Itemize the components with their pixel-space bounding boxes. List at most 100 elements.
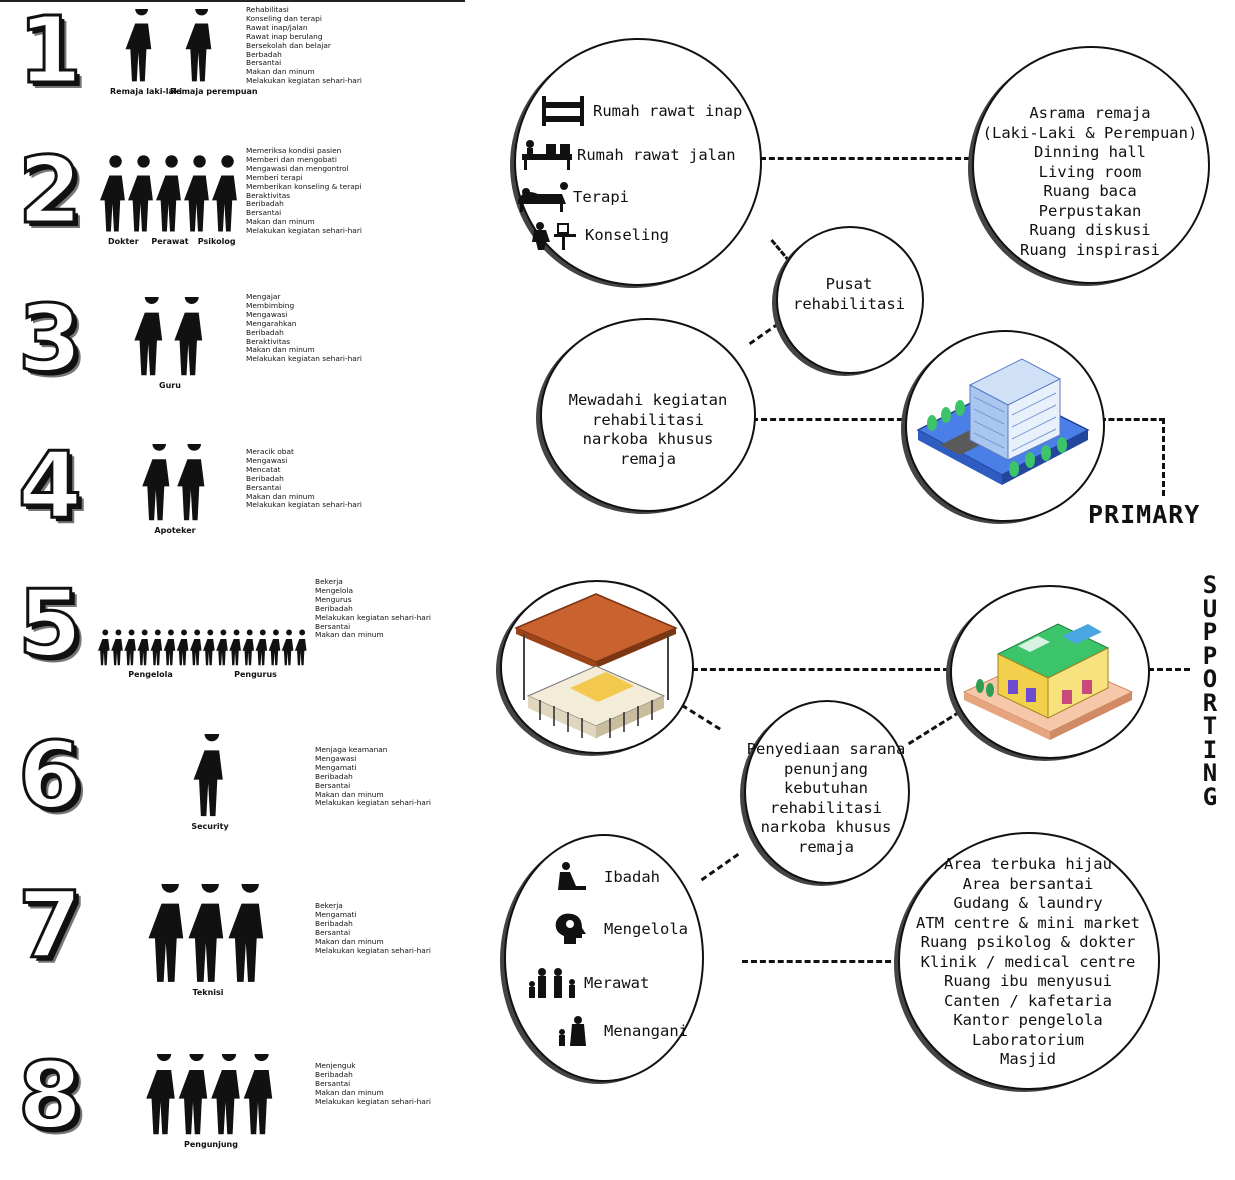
waiting-room-icon: [520, 138, 576, 176]
people-silhouettes-icon: [110, 9, 230, 83]
top-rule: [0, 0, 465, 2]
activity-item: Rawat inap berulang: [246, 31, 323, 41]
activity-item: Melakukan kegiatan sehari-hari: [246, 500, 362, 510]
room-item: Ruang baca: [1043, 182, 1137, 200]
activity-item: Beribadah: [246, 473, 284, 483]
room-item: Klinik / medical centre: [920, 952, 1136, 971]
role-caption: Dokter: [108, 237, 139, 246]
people-silhouettes-icon: [130, 297, 210, 377]
row-number: 5: [16, 570, 83, 677]
activity-item: Beribadah: [315, 771, 353, 781]
room-item: Masjid: [1000, 1050, 1056, 1068]
room-item: (Laki-Laki & Perempuan): [982, 123, 1198, 142]
activity-item: Mengawasi: [246, 309, 288, 319]
connector: [742, 960, 900, 963]
row-number: 3: [16, 285, 83, 392]
primary-activity-label: Terapi: [573, 188, 629, 206]
row-number: 1: [16, 0, 83, 104]
cafe-pavilion-icon: [514, 593, 678, 738]
activity-item: Mengajar: [246, 292, 281, 301]
activity-item: Beribadah: [246, 199, 284, 209]
activity-item: Bersekolah dan belajar: [246, 40, 331, 50]
activity-item: Makan dan minum: [315, 1087, 384, 1097]
activity-item: Beribadah: [315, 918, 353, 928]
head-gears-icon: [548, 912, 604, 950]
primary-rooms-list: Asrama remaja(Laki-Laki & Perempuan)Dinn…: [974, 104, 1206, 260]
room-item: Dinning hall: [1034, 143, 1146, 161]
role-caption: Security: [191, 822, 229, 831]
activity-item: Konseling dan terapi: [246, 13, 322, 23]
activity-item: Rehabilitasi: [246, 5, 289, 14]
connector: [907, 710, 961, 746]
activity-item: Beribadah: [315, 1069, 353, 1079]
room-item: Kantor pengelola: [953, 1011, 1103, 1029]
room-item: Living room: [1038, 162, 1142, 181]
activity-item: Memberi dan mengobati: [246, 154, 337, 164]
activity-item: Mengelola: [315, 585, 354, 595]
activity-item: Mengamati: [315, 762, 357, 772]
activity-item: Beribadah: [246, 327, 284, 337]
activity-item: Bersantai: [315, 621, 351, 631]
room-item: Asrama remaja: [1029, 104, 1151, 122]
role-caption: Teknisi: [192, 988, 224, 997]
activity-item: Mengarahkan: [246, 318, 297, 328]
bunk-bed-icon: [536, 94, 592, 132]
connector: [760, 157, 970, 160]
role-caption: Apoteker: [154, 526, 196, 535]
role-caption: Remaja laki-laki: [110, 87, 182, 96]
connector: [1148, 668, 1190, 671]
supporting-activity-label: Menangani: [604, 1022, 688, 1040]
counseling-desk-icon: [528, 218, 584, 256]
activity-item: Makan dan minum: [246, 217, 315, 227]
primary-rooms-circle: [972, 46, 1210, 284]
people-silhouettes-icon: [146, 1054, 276, 1136]
activity-item: Menjenguk: [315, 1061, 356, 1070]
activity-item: Bekerja: [315, 577, 343, 586]
activity-item: Mencatat: [246, 464, 281, 474]
supporting-activity-label: Merawat: [584, 974, 650, 992]
role-caption: Pengunjung: [184, 1140, 238, 1149]
family-icon: [528, 966, 584, 1004]
activity-item: Bersantai: [315, 1078, 351, 1088]
activity-item: Bersantai: [315, 927, 351, 937]
connector: [692, 668, 958, 671]
room-item: Ruang inspirasi: [1020, 240, 1160, 259]
activity-item: Makan dan minum: [246, 491, 315, 501]
connector: [1100, 418, 1165, 421]
row-number: 4: [16, 432, 83, 539]
row-number: 2: [16, 137, 83, 244]
room-item: Laboratorium: [972, 1030, 1084, 1049]
row-number: 7: [16, 872, 83, 979]
activity-item: Makan dan minum: [246, 345, 315, 355]
people-silhouettes-icon: [100, 149, 240, 233]
activity-item: Makan dan minum: [246, 67, 315, 77]
room-item: Canten / kafetaria: [944, 991, 1112, 1010]
people-silhouettes-icon: [148, 884, 268, 984]
role-caption: Guru: [159, 381, 181, 390]
activity-item: Melakukan kegiatan sehari-hari: [315, 1096, 431, 1106]
primary-activity-label: Rumah rawat inap: [593, 102, 743, 120]
primary-purpose-text: Mewadahi kegiatan rehabilitasi narkoba k…: [568, 391, 728, 468]
activity-item: Memberikan konseling & terapi: [246, 181, 362, 191]
primary-purpose-circle: [540, 318, 756, 512]
supporting-purpose-text: Penyediaan sarana penunjang kebutuhan re…: [746, 740, 906, 856]
support-building-icon: [962, 623, 1134, 740]
primary-center-text: Pusat rehabilitasi: [793, 275, 905, 313]
room-item: Gudang & laundry: [953, 894, 1103, 912]
activity-item: Melakukan kegiatan sehari-hari: [315, 798, 431, 808]
supporting-activity-label: Mengelola: [604, 920, 688, 938]
role-caption: Pengurus: [234, 670, 277, 679]
connector: [752, 418, 912, 421]
praying-person-icon: [548, 860, 604, 898]
